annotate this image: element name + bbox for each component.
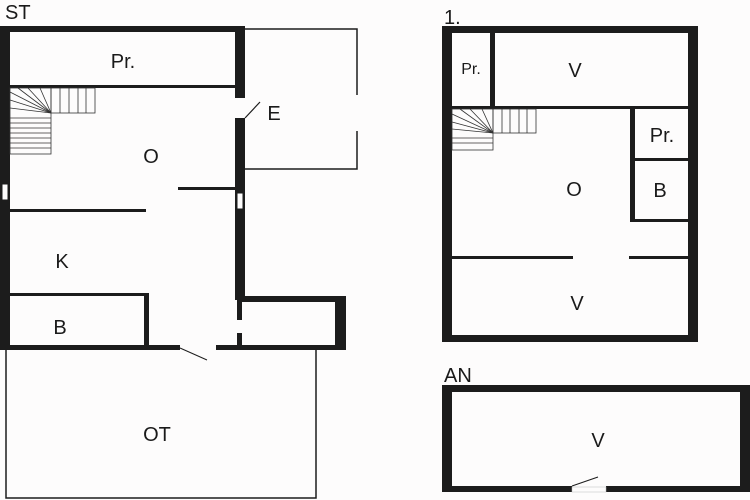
wall <box>335 296 346 350</box>
room-label-b: B <box>53 317 66 339</box>
annex-title: AN <box>444 365 472 387</box>
wall <box>0 26 245 32</box>
window <box>1 183 9 201</box>
first-floor-plan: 1. Pr. V Pr <box>442 7 698 342</box>
first-floor-title: 1. <box>444 7 461 29</box>
wall <box>235 26 245 98</box>
wall <box>452 256 573 259</box>
wall <box>452 106 688 109</box>
door-swing <box>179 347 208 361</box>
wall <box>490 33 495 108</box>
room-label-pr-right: Pr. <box>650 125 674 147</box>
wall <box>240 296 346 302</box>
wall <box>0 345 180 350</box>
wall <box>442 26 452 342</box>
room-label-v-bottom: V <box>570 293 584 315</box>
wall <box>606 486 750 492</box>
wall <box>237 300 242 320</box>
door-swing <box>571 476 599 487</box>
wall <box>740 385 750 492</box>
wall <box>442 385 452 492</box>
room-label-b: B <box>653 180 666 202</box>
wall <box>216 345 346 350</box>
room-label-o: O <box>143 146 159 168</box>
wall <box>442 26 698 33</box>
wall <box>144 293 149 348</box>
room-label-k: K <box>55 251 69 273</box>
terrace-ot <box>5 350 317 499</box>
room-label-pr-top: Pr. <box>461 61 481 78</box>
wall <box>442 385 750 392</box>
wall <box>10 85 235 88</box>
room-label-e: E <box>267 103 280 125</box>
wall <box>178 187 235 190</box>
wall <box>630 219 688 222</box>
room-label-ot: OT <box>143 424 171 446</box>
wall <box>442 335 698 342</box>
wall <box>630 109 635 222</box>
porch-e <box>245 28 358 170</box>
annex-plan: AN V <box>442 365 750 493</box>
room-label-v-top: V <box>568 60 582 82</box>
ground-floor-plan: ST Pr. <box>0 2 358 499</box>
wall <box>629 256 688 259</box>
door-opening <box>571 486 607 493</box>
wall <box>10 209 146 212</box>
wall <box>237 333 242 347</box>
wall <box>635 158 688 161</box>
ground-floor-title: ST <box>5 2 31 24</box>
wall <box>442 486 572 492</box>
staircase <box>451 108 537 151</box>
staircase <box>9 87 96 155</box>
wall <box>688 26 698 342</box>
wall <box>10 293 149 296</box>
room-label-v: V <box>591 430 605 452</box>
room-label-o: O <box>566 179 582 201</box>
window <box>236 192 244 210</box>
room-label-pr: Pr. <box>111 51 135 73</box>
door-swing <box>244 101 261 119</box>
